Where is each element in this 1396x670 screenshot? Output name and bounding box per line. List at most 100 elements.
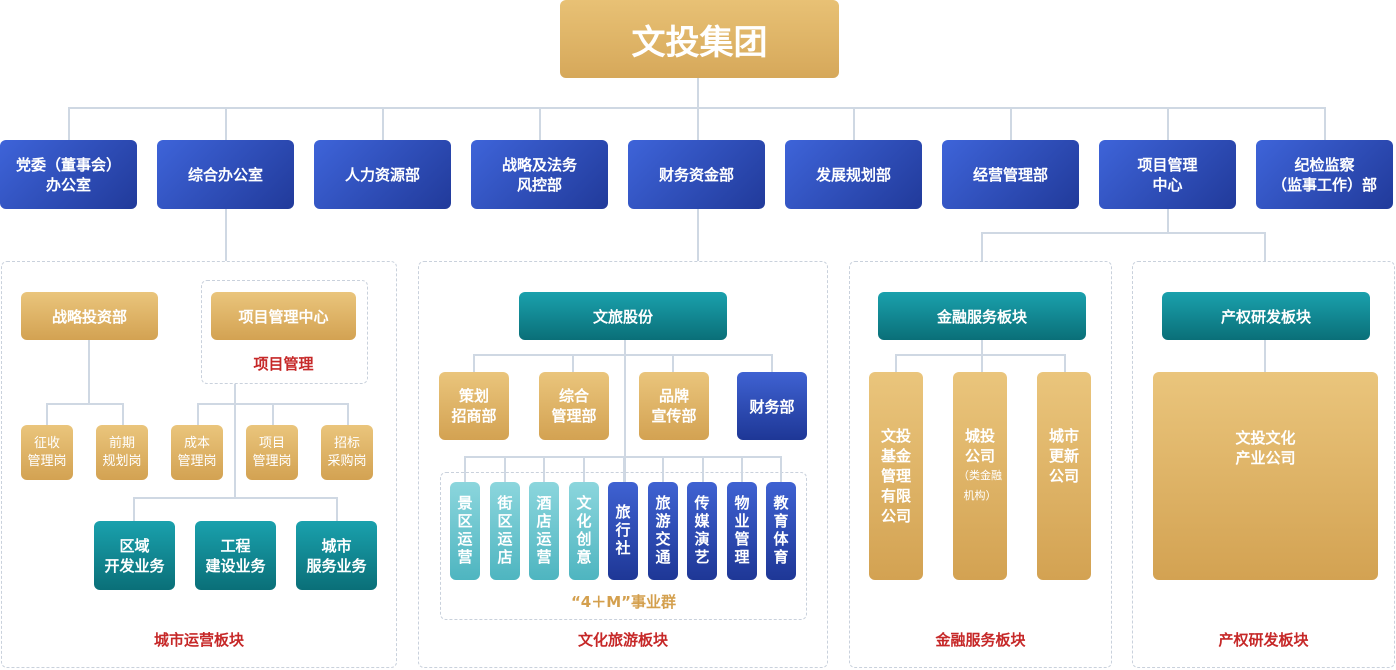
dept-label: （监事工作）部 bbox=[1271, 175, 1377, 194]
sub-label: 品牌 bbox=[658, 387, 689, 405]
dept-label: 办公室 bbox=[45, 175, 91, 194]
biz-label: 开发业务 bbox=[104, 556, 165, 575]
unit-group-label: “4＋M”事业群 bbox=[570, 592, 677, 611]
root-node[interactable]: 文投集团 bbox=[560, 0, 839, 78]
biz-city-service[interactable]: 城市服务业务 bbox=[296, 521, 377, 590]
post-label: 成本 bbox=[183, 435, 210, 451]
sub-label: 财务部 bbox=[749, 397, 795, 416]
dept-hr[interactable]: 人力资源部 bbox=[314, 140, 451, 209]
finance-head[interactable]: 金融服务板块 bbox=[878, 292, 1086, 340]
connector bbox=[133, 497, 135, 521]
dept-drop bbox=[1324, 107, 1326, 140]
post-label: 项目 bbox=[258, 435, 285, 451]
dept-strategy-legal[interactable]: 战略及法务风控部 bbox=[471, 140, 608, 209]
dept-general-office[interactable]: 综合办公室 bbox=[157, 140, 294, 209]
post-tender[interactable]: 招标采购岗 bbox=[321, 425, 373, 480]
dept-drop bbox=[225, 107, 227, 140]
connector bbox=[895, 354, 1065, 356]
property-company[interactable]: 文投文化产业公司 bbox=[1153, 372, 1378, 580]
unit-hotel[interactable]: 酒店运营 bbox=[529, 482, 559, 580]
unit-education[interactable]: 教育体育 bbox=[766, 482, 796, 580]
tourism-head[interactable]: 文旅股份 bbox=[519, 292, 727, 340]
dept-label: 发展规划部 bbox=[815, 165, 891, 184]
sub-label: 策划 bbox=[458, 387, 489, 405]
connector bbox=[464, 456, 466, 482]
connector bbox=[741, 456, 743, 482]
connector bbox=[46, 403, 123, 405]
dept-label: 党委（董事会） bbox=[15, 155, 121, 174]
finance-urban-renewal[interactable]: 城市更新公司 bbox=[1037, 372, 1091, 580]
biz-regional-dev[interactable]: 区域开发业务 bbox=[94, 521, 175, 590]
finance-city-investment[interactable]: 城投公司（类金融机构） bbox=[953, 372, 1007, 580]
connector bbox=[225, 209, 227, 261]
unit-transport[interactable]: 旅游交通 bbox=[648, 482, 678, 580]
pmc-group bbox=[201, 280, 368, 384]
connector bbox=[272, 403, 274, 425]
connector bbox=[464, 456, 781, 458]
tourism-sub-admin[interactable]: 综合管理部 bbox=[539, 372, 609, 440]
unit-property[interactable]: 物业管理 bbox=[727, 482, 757, 580]
finance-footer: 金融服务板块 bbox=[935, 630, 1026, 649]
tourism-sub-brand[interactable]: 品牌宣传部 bbox=[639, 372, 709, 440]
dept-drop bbox=[1010, 107, 1012, 140]
unit-media[interactable]: 传媒演艺 bbox=[687, 482, 717, 580]
dept-label: 纪检监察 bbox=[1294, 155, 1355, 174]
property-footer: 产权研发板块 bbox=[1218, 630, 1309, 649]
company-label: 文投基金管理有限公司 bbox=[881, 427, 912, 525]
dept-label: 风控部 bbox=[516, 175, 562, 194]
dept-drop bbox=[539, 107, 541, 140]
dept-label: 人力资源部 bbox=[344, 165, 420, 184]
connector bbox=[133, 497, 337, 499]
dept-drop bbox=[853, 107, 855, 140]
biz-label: 服务业务 bbox=[306, 556, 367, 575]
dept-label: 财务资金部 bbox=[658, 165, 734, 184]
connector bbox=[895, 354, 897, 372]
dept-discipline[interactable]: 纪检监察（监事工作）部 bbox=[1256, 140, 1393, 209]
dept-project-center[interactable]: 项目管理中心 bbox=[1099, 140, 1236, 209]
connector bbox=[122, 403, 124, 425]
dept-operations[interactable]: 经营管理部 bbox=[942, 140, 1079, 209]
dept-drop bbox=[68, 107, 70, 140]
post-label: 管理岗 bbox=[27, 453, 67, 469]
dept-development[interactable]: 发展规划部 bbox=[785, 140, 922, 209]
connector bbox=[981, 340, 983, 356]
post-planning[interactable]: 前期规划岗 bbox=[96, 425, 148, 480]
unit-scenic[interactable]: 景区运营 bbox=[450, 482, 480, 580]
biz-label: 工程 bbox=[220, 536, 251, 555]
dept-finance[interactable]: 财务资金部 bbox=[628, 140, 765, 209]
unit-travel-agency[interactable]: 旅行社 bbox=[608, 482, 638, 580]
unit-creative[interactable]: 文化创意 bbox=[569, 482, 599, 580]
connector bbox=[88, 340, 90, 404]
dept-party-office[interactable]: 党委（董事会）办公室 bbox=[0, 140, 137, 209]
sub-label: 招商部 bbox=[451, 407, 497, 425]
urban-pmc[interactable]: 项目管理中心 bbox=[211, 292, 356, 340]
tourism-sub-planning[interactable]: 策划招商部 bbox=[439, 372, 509, 440]
unit-street[interactable]: 街区运店 bbox=[490, 482, 520, 580]
panel-property bbox=[1132, 261, 1395, 668]
sub-label: 宣传部 bbox=[651, 407, 697, 425]
post-acquisition[interactable]: 征收管理岗 bbox=[21, 425, 73, 480]
tourism-sub-finance[interactable]: 财务部 bbox=[737, 372, 807, 440]
finance-fund-company[interactable]: 文投基金管理有限公司 bbox=[869, 372, 923, 580]
connector bbox=[347, 403, 349, 425]
connector bbox=[1264, 340, 1266, 372]
connector bbox=[504, 456, 506, 482]
dept-label: 战略及法务 bbox=[501, 155, 577, 174]
tourism-footer: 文化旅游板块 bbox=[577, 630, 668, 649]
connector bbox=[702, 456, 704, 482]
connector bbox=[624, 340, 626, 483]
property-head[interactable]: 产权研发板块 bbox=[1162, 292, 1370, 340]
dept-drop bbox=[1167, 107, 1169, 140]
connector bbox=[672, 354, 674, 372]
biz-construction[interactable]: 工程建设业务 bbox=[195, 521, 276, 590]
connector bbox=[981, 232, 983, 262]
urban-strategy-dept[interactable]: 战略投资部 bbox=[21, 292, 158, 340]
connector bbox=[572, 354, 574, 372]
company-label: 城市更新公司 bbox=[1049, 427, 1080, 485]
panel-finance bbox=[849, 261, 1112, 668]
dept-label: 中心 bbox=[1152, 175, 1183, 194]
post-cost[interactable]: 成本管理岗 bbox=[171, 425, 223, 480]
post-project[interactable]: 项目管理岗 bbox=[246, 425, 298, 480]
connector bbox=[981, 232, 1265, 234]
connector bbox=[1064, 354, 1066, 372]
